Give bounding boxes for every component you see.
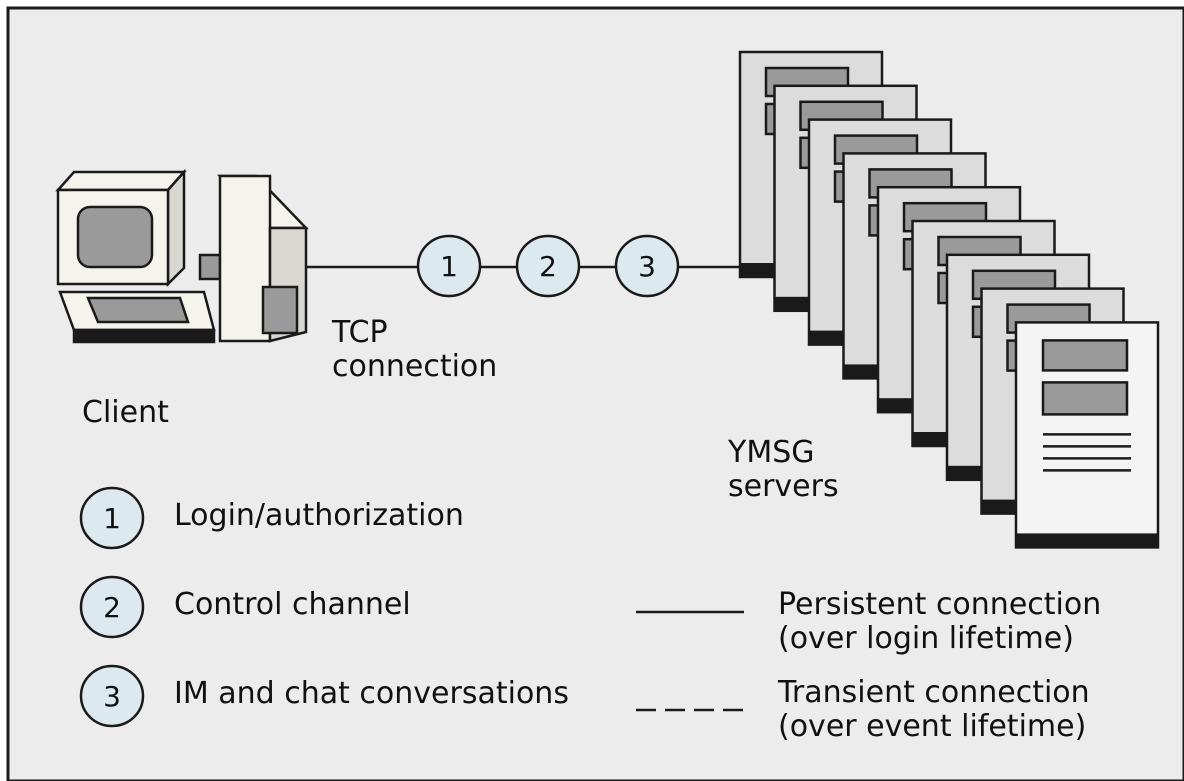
connection-step-2-number: 2 [539,250,557,283]
legend-step-1-text: Login/authorization [174,498,464,533]
transient-connection-label: Transient connection [778,675,1090,710]
legend-step-2-text: Control channel [174,587,411,622]
legend-step-3-marker-circle [79,664,145,728]
connection-step-3-number: 3 [638,250,656,283]
legend-step-2-marker-circle [79,575,145,639]
connection-steps: 1 2 3 [416,234,680,298]
legend-step-3-marker-number: 3 [103,680,121,713]
legend-step-1-marker: 1 [79,486,145,550]
connection-step-3-circle [614,234,680,298]
tcp-label-line2: connection [332,349,498,384]
client-label: Client [82,395,169,430]
desktop-computer-icon [55,168,309,344]
servers-label-line2: servers [728,469,839,504]
connection-step-1-number: 1 [440,250,458,283]
legend-step-1-marker-circle [79,486,145,550]
connection-step-3: 3 [614,234,680,298]
servers-label-line1: YMSG [728,435,815,470]
connection-step-2: 2 [515,234,581,298]
connection-step-1-circle [416,234,482,298]
server-icon [1014,321,1160,549]
persistent-connection-label: Persistent connection [778,587,1102,622]
server-stack [738,50,1160,549]
legend-step-3-marker: 3 [79,664,145,728]
legend-step-1-marker-number: 1 [103,502,121,535]
tcp-label-line1: TCP [332,315,388,350]
transient-connection-sublabel: (over event lifetime) [778,709,1087,744]
legend-markers: 1 2 3 [79,486,145,728]
connection-step-2-circle [515,234,581,298]
connection-step-1: 1 [416,234,482,298]
legend-step-2-marker: 2 [79,575,145,639]
legend-step-3-text: IM and chat conversations [174,676,569,711]
persistent-connection-sublabel: (over login lifetime) [778,621,1074,656]
legend-step-2-marker-number: 2 [103,591,121,624]
